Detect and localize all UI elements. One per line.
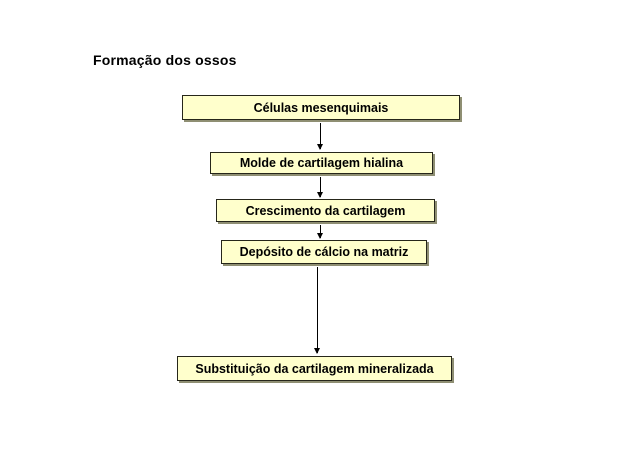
flow-box-label: Molde de cartilagem hialina	[239, 156, 404, 170]
flow-box-molde-cartilagem: Molde de cartilagem hialina	[210, 152, 433, 174]
flow-box-label: Depósito de cálcio na matriz	[239, 245, 409, 259]
down-arrow-3	[317, 225, 323, 239]
flow-box-deposito-calcio: Depósito de cálcio na matriz	[221, 240, 427, 264]
down-arrow-1	[317, 123, 323, 150]
page-title: Formação dos ossos	[93, 52, 237, 68]
flow-box-label: Crescimento da cartilagem	[245, 203, 406, 218]
down-arrow-4-long	[314, 267, 320, 354]
flow-box-celulas-mesenquimais: Células mesenquimais	[182, 95, 460, 120]
flow-box-label: Substituição da cartilagem mineralizada	[195, 361, 434, 376]
down-arrow-2	[317, 177, 323, 198]
flow-box-crescimento-cartilagem: Crescimento da cartilagem	[216, 199, 435, 222]
flow-box-label: Células mesenquimais	[253, 100, 389, 115]
flow-box-substituicao-cartilagem: Substituição da cartilagem mineralizada	[177, 356, 452, 381]
